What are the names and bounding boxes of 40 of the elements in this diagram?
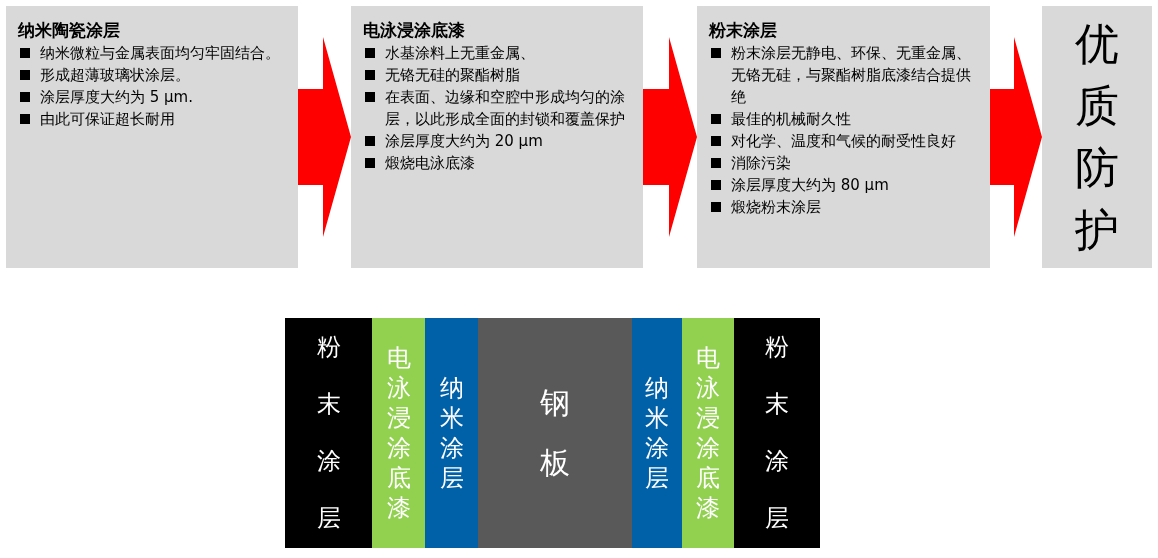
- bullet-text: 无铬无硅的聚酯树脂: [363, 64, 633, 86]
- box-heading: 粉末涂层: [709, 19, 778, 42]
- layer-band: [425, 318, 478, 548]
- layer-band: [372, 318, 425, 548]
- bullet-text: 煅烧粉末涂层: [709, 196, 980, 218]
- block-arrow: [643, 37, 697, 237]
- box-heading: 纳米陶瓷涂层: [18, 19, 121, 42]
- process-box: [351, 6, 643, 268]
- bullet-text: 在表面、边缘和空腔中形成均匀的涂层，以此形成全面的封锁和覆盖保护: [363, 86, 633, 130]
- layer-label: 钢板: [539, 384, 571, 482]
- block-arrow: [990, 37, 1042, 237]
- bullet-text: 水基涂料上无重金属、: [363, 42, 633, 64]
- bullet-text: 涂层厚度大约为 80 μm: [709, 174, 980, 196]
- layer-label: 电泳浸涂底漆: [695, 343, 721, 523]
- bullet-text: 对化学、温度和气候的耐受性良好: [709, 130, 980, 152]
- layer-band: [285, 318, 372, 548]
- layer-label: 粉末涂层: [315, 332, 342, 534]
- bullet-text: 涂层厚度大约为 20 μm: [363, 130, 633, 152]
- bullet-text: 形成超薄玻璃状涂层。: [18, 64, 288, 86]
- bullet-text: 消除污染: [709, 152, 980, 174]
- box-heading: 电泳浸涂底漆: [363, 19, 466, 42]
- result-box: [1042, 6, 1152, 268]
- bullet-text: 纳米微粒与金属表面均匀牢固结合。: [18, 42, 288, 64]
- process-box: [697, 6, 990, 268]
- layer-band: [682, 318, 734, 548]
- layer-band: [478, 318, 632, 548]
- bullet-text: 由此可保证超长耐用: [18, 108, 288, 130]
- bullet-text: 最佳的机械耐久性: [709, 108, 980, 130]
- layer-band: [632, 318, 682, 548]
- bullet-text: 煅烧电泳底漆: [363, 152, 633, 174]
- bullet-text: 粉末涂层无静电、环保、无重金属、无铬无硅，与聚酯树脂底漆结合提供绝: [709, 42, 980, 108]
- layer-label: 纳米涂层: [438, 373, 465, 493]
- bullet-text: 涂层厚度大约为 5 μm.: [18, 86, 288, 108]
- layer-label: 粉末涂层: [764, 332, 790, 534]
- block-arrow: [298, 37, 351, 237]
- result-text: 优质防护: [1074, 17, 1120, 257]
- layer-band: [734, 318, 820, 548]
- process-box: [6, 6, 298, 268]
- layer-label: 电泳浸涂底漆: [385, 343, 412, 523]
- layer-label: 纳米涂层: [644, 373, 670, 493]
